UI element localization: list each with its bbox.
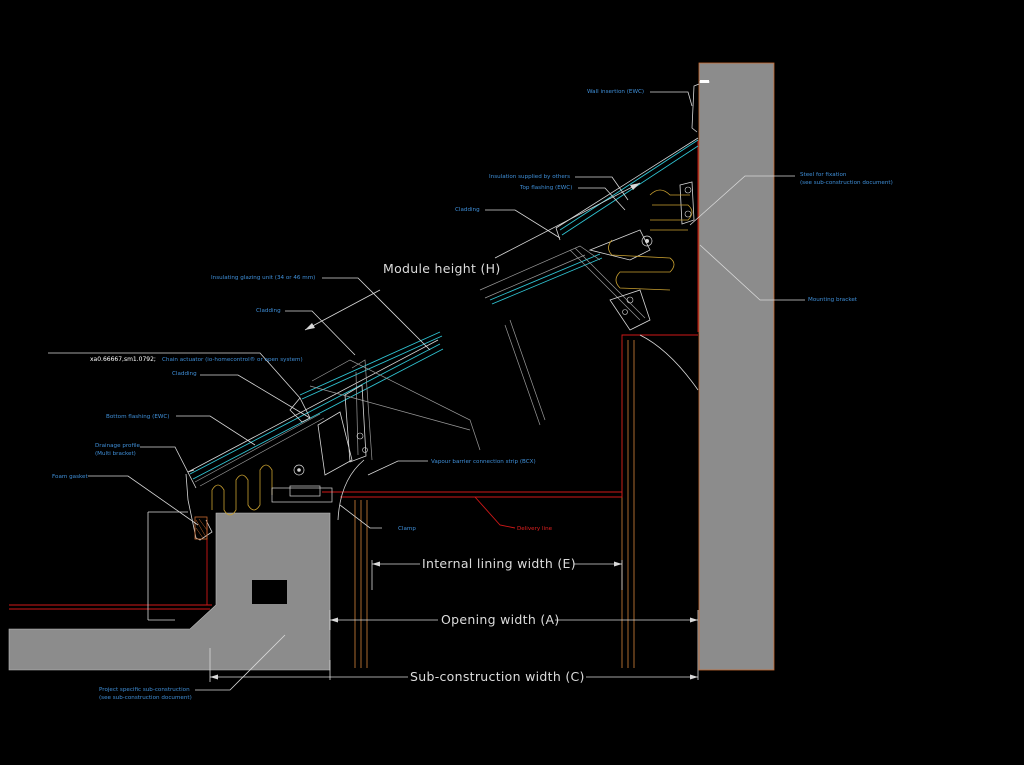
dim-sub-construction-width: Sub-construction width (C): [410, 669, 585, 684]
label-wall-insertion: Wall insertion (EWC): [587, 89, 644, 95]
leader-lines: [48, 91, 805, 691]
label-insulation-supplied: Insulation supplied by others: [489, 174, 570, 180]
concrete-floor: [8, 512, 331, 671]
label-cladding-lower: Cladding: [172, 371, 197, 377]
lower-module: [185, 331, 481, 541]
label-cladding-mid: Cladding: [256, 308, 281, 314]
label-chain-actuator: Chain actuator (io-homecontrol® or open …: [162, 356, 303, 363]
lining-lines-right: [621, 340, 635, 668]
label-foam-gasket: Foam gasket: [52, 474, 88, 480]
dim-opening-width: Opening width (A): [441, 612, 560, 627]
label-vapour-barrier: Vapour barrier connection strip (BCX): [431, 459, 536, 465]
upper-module: [479, 137, 699, 426]
wall-insertion-cap: [700, 80, 709, 83]
label-clamp: Clamp: [398, 526, 416, 532]
label-cladding-upper: Cladding: [455, 207, 480, 213]
dimension-lines: [209, 182, 698, 682]
label-project-sub-construction-note: (see sub-construction document): [99, 695, 192, 701]
label-drainage-profile: Drainage profile: [95, 443, 141, 449]
dim-module-height: Module height (H): [383, 261, 501, 276]
label-bottom-flashing: Bottom flashing (EWC): [106, 414, 169, 420]
label-insulating-glazing: Insulating glazing unit (34 or 46 mm): [211, 275, 315, 281]
label-mounting-bracket: Mounting bracket: [808, 297, 858, 303]
label-drainage-profile-note: (Multi bracket): [95, 451, 136, 457]
lining-lines-left: [354, 500, 368, 668]
delivery-line-path: [340, 334, 698, 498]
label-steel-for-fixation: Steel for fixation: [800, 172, 847, 178]
label-chain-actuator-code: xa0.66667,sm1.0792;: [90, 356, 156, 363]
floor-opening: [252, 580, 287, 604]
label-top-flashing: Top flashing (EWC): [519, 185, 572, 191]
label-steel-for-fixation-note: (see sub-construction document): [800, 180, 893, 186]
label-delivery-line: Delivery line: [517, 526, 553, 532]
dim-internal-lining-width: Internal lining width (E): [422, 556, 576, 571]
floor-outline: [147, 511, 188, 621]
delivery-line-leader: [474, 496, 516, 529]
label-project-sub-construction: Project specific sub-construction: [99, 687, 190, 693]
concrete-wall: [698, 62, 775, 671]
floor-red-lines: [9, 604, 212, 610]
